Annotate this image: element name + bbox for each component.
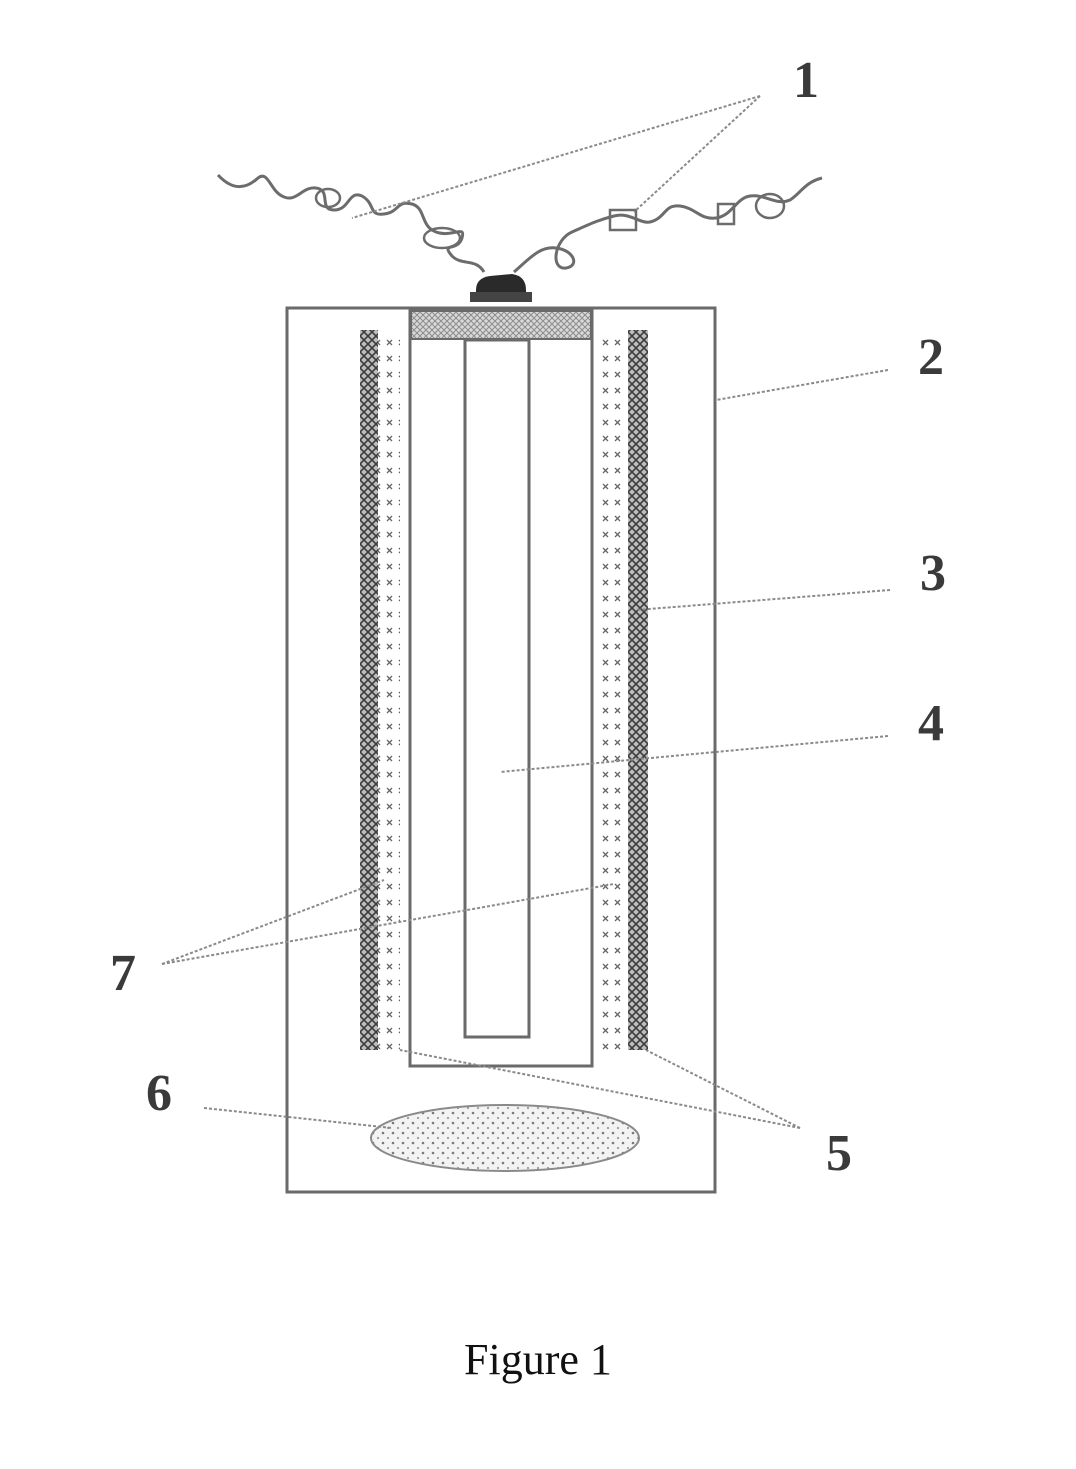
leader-6: [204, 1108, 392, 1128]
left-lead-wire: [218, 175, 484, 272]
right-marker-strip: [602, 330, 626, 1050]
right-electrode-strip: [628, 330, 648, 1050]
leader-3: [636, 590, 890, 610]
left-marker-strip: [378, 330, 400, 1050]
label-3: 3: [920, 545, 946, 602]
right-lead-wire: [514, 178, 822, 272]
label-7: 7: [110, 945, 136, 1002]
outer-container: [287, 308, 715, 1192]
inner-rod: [465, 340, 529, 1037]
label-2: 2: [918, 329, 944, 386]
inner-tube: [410, 310, 592, 1066]
leader-1b: [634, 96, 760, 212]
label-4: 4: [918, 695, 944, 752]
connector-base: [470, 292, 532, 302]
leader-7a: [162, 880, 384, 964]
leader-1a: [352, 96, 760, 218]
sample-ellipse: [371, 1105, 639, 1171]
label-5: 5: [826, 1125, 852, 1182]
leader-2: [716, 370, 888, 400]
right-lead-element: [610, 210, 636, 230]
tube-cap: [411, 311, 591, 339]
figure-caption: Figure 1: [464, 1335, 612, 1384]
label-1: 1: [793, 52, 819, 109]
right-lead-coil: [756, 194, 784, 218]
left-lead-coil-2: [424, 228, 460, 248]
leader-4: [500, 736, 888, 772]
leader-5b: [646, 1050, 800, 1128]
left-lead-coil: [316, 189, 340, 207]
left-electrode-strip: [360, 330, 378, 1050]
label-6: 6: [146, 1065, 172, 1122]
